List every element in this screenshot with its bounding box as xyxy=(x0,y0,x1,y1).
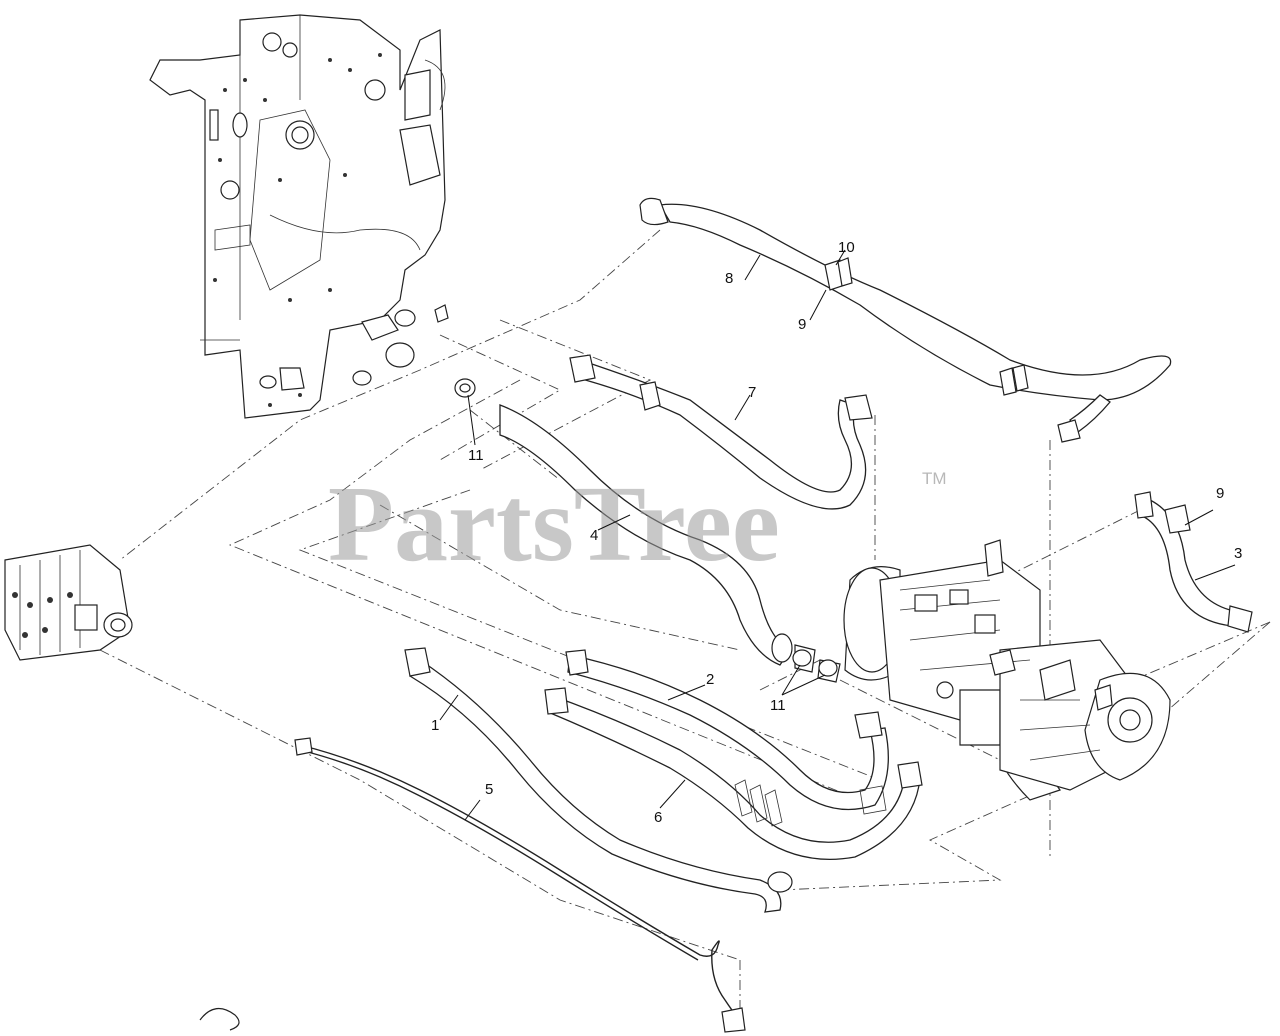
callout-7: 7 xyxy=(748,384,756,401)
callout-8: 8 xyxy=(725,270,733,287)
callout-10: 10 xyxy=(838,239,855,256)
hose-6 xyxy=(544,687,923,860)
hydraulic-pump-assembly xyxy=(843,539,1171,801)
watermark: PartsTree TM xyxy=(328,465,947,584)
callout-11-lower: 11 xyxy=(770,697,786,714)
callout-5: 5 xyxy=(485,781,493,798)
callout-2: 2 xyxy=(706,671,714,688)
watermark-brand: PartsTree xyxy=(328,465,780,584)
control-valve xyxy=(4,544,133,661)
callout-11-upper: 11 xyxy=(468,447,484,464)
callout-4: 4 xyxy=(590,527,598,544)
hose-7 xyxy=(569,354,873,510)
line-5 xyxy=(199,737,746,1033)
callout-1: 1 xyxy=(431,717,439,734)
callout-9-right: 9 xyxy=(1216,485,1224,502)
hose-3 xyxy=(1134,491,1253,633)
callouts: 8 10 9 7 11 4 9 3 2 11 1 5 6 xyxy=(431,239,1242,826)
hose-1 xyxy=(404,647,793,913)
hose-8 xyxy=(639,197,1172,443)
callout-leaders xyxy=(439,249,1236,821)
hose-2 xyxy=(565,649,889,811)
callout-9-upper: 9 xyxy=(798,316,806,333)
watermark-trademark: TM xyxy=(922,469,947,488)
callout-3: 3 xyxy=(1234,545,1242,562)
hose-clamps xyxy=(454,378,838,677)
frame-bulkhead xyxy=(149,14,449,419)
callout-6: 6 xyxy=(654,809,662,826)
